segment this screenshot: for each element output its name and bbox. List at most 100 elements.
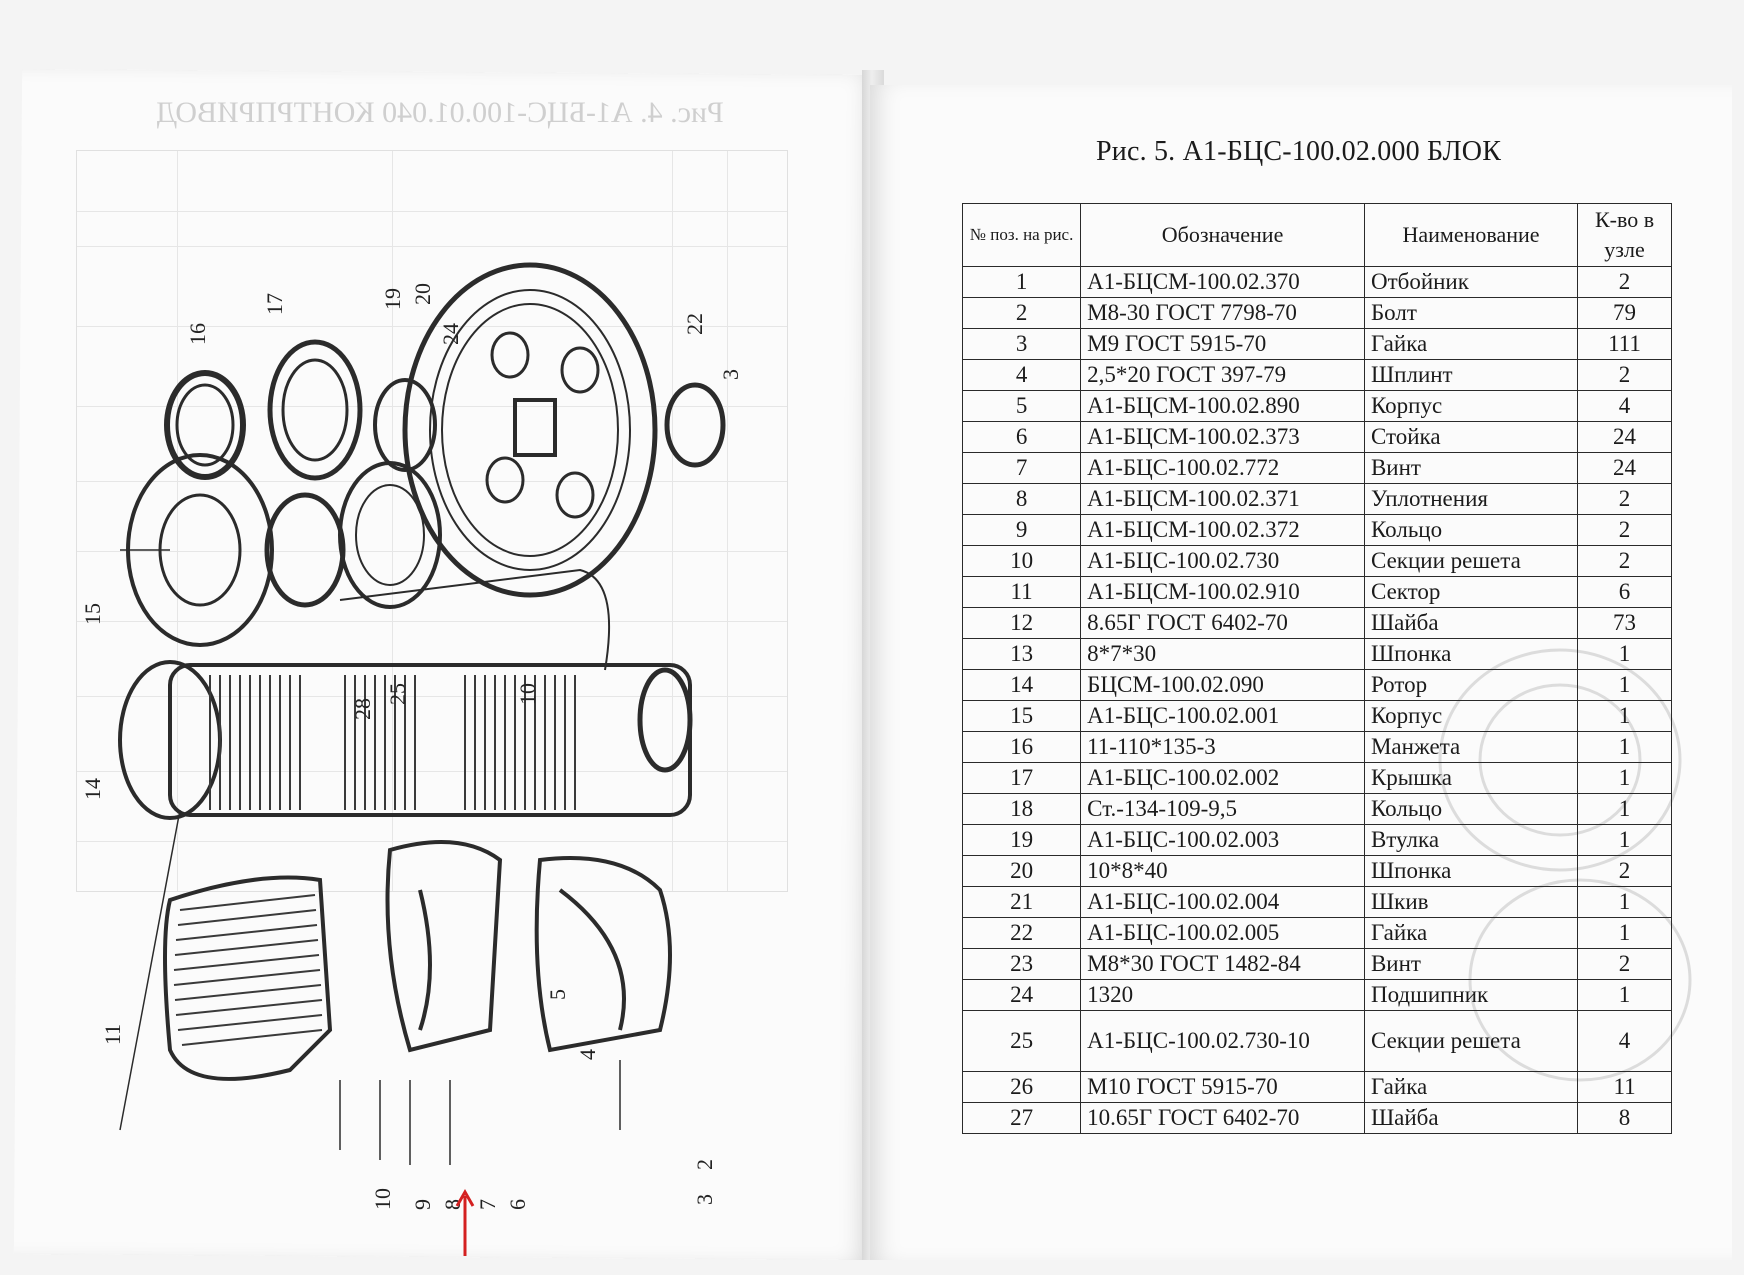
cell-name: Гайка xyxy=(1363,917,1579,949)
figure-title: Рис. 5. А1-БЦС-100.02.000 БЛОК xyxy=(1096,136,1502,167)
cell-qty: 2 xyxy=(1577,514,1672,546)
cell-pos: 4 xyxy=(961,359,1082,391)
cell-pos: 11 xyxy=(961,576,1082,608)
callout-number: 11 xyxy=(100,1023,125,1045)
cell-qty: 1 xyxy=(1577,917,1672,949)
cell-pos: 14 xyxy=(961,669,1082,701)
cell-pos: 26 xyxy=(961,1071,1082,1103)
cell-pos: 24 xyxy=(961,979,1082,1011)
cell-name: Секции решета xyxy=(1363,1010,1579,1072)
cell-name: Винт xyxy=(1363,452,1579,484)
cell-name: Шплинт xyxy=(1363,359,1579,391)
cell-designation: 11-110*135-3 xyxy=(1080,731,1365,763)
callout-number: 28 xyxy=(350,698,375,720)
cell-pos: 8 xyxy=(961,483,1082,515)
cell-pos: 2 xyxy=(961,297,1082,329)
callout-number: 19 xyxy=(380,288,405,310)
callout-number: 9 xyxy=(410,1199,435,1210)
cell-pos: 3 xyxy=(961,328,1082,360)
cell-qty: 111 xyxy=(1577,328,1672,360)
cell-qty: 2 xyxy=(1577,359,1672,391)
cell-pos: 15 xyxy=(961,700,1082,732)
cell-name: Шкив xyxy=(1363,886,1579,918)
cell-qty: 2 xyxy=(1577,545,1672,577)
cell-designation: А1-БЦС-100.02.001 xyxy=(1080,700,1365,732)
cell-designation: М9 ГОСТ 5915-70 xyxy=(1080,328,1365,360)
cell-designation: А1-БЦСМ-100.02.890 xyxy=(1080,390,1365,422)
cell-designation: 8.65Г ГОСТ 6402-70 xyxy=(1080,607,1365,639)
cell-qty: 2 xyxy=(1577,483,1672,515)
cell-name: Кольцо xyxy=(1363,793,1579,825)
cell-designation: А1-БЦСМ-100.02.372 xyxy=(1080,514,1365,546)
callout-number: 16 xyxy=(185,323,210,345)
callout-number: 2 xyxy=(692,1159,717,1170)
cell-qty: 11 xyxy=(1577,1071,1672,1103)
cell-designation: БЦСМ-100.02.090 xyxy=(1080,669,1365,701)
cell-designation: 10*8*40 xyxy=(1080,855,1365,887)
cell-designation: А1-БЦС-100.02.003 xyxy=(1080,824,1365,856)
parts-table: № поз. на рис. Обозначение Наименование … xyxy=(961,203,1672,1134)
cell-designation: А1-БЦСМ-100.02.373 xyxy=(1080,421,1365,453)
cell-pos: 27 xyxy=(961,1102,1082,1134)
cell-qty: 1 xyxy=(1577,762,1672,794)
cell-name: Гайка xyxy=(1363,1071,1579,1103)
cell-pos: 5 xyxy=(961,390,1082,422)
cell-pos: 21 xyxy=(961,886,1082,918)
cell-qty: 2 xyxy=(1577,948,1672,980)
cell-designation: М10 ГОСТ 5915-70 xyxy=(1080,1071,1365,1103)
callout-number: 3 xyxy=(718,369,743,380)
cell-name: Уплотнения xyxy=(1363,483,1579,515)
cell-name: Секции решета xyxy=(1363,545,1579,577)
cell-qty: 2 xyxy=(1577,855,1672,887)
callout-number: 17 xyxy=(262,293,287,315)
cell-name: Шайба xyxy=(1363,1102,1579,1134)
header-qty: К-во в узле xyxy=(1577,203,1672,267)
header-designation: Обозначение xyxy=(1080,203,1365,267)
cell-qty: 1 xyxy=(1577,638,1672,670)
callout-number: 14 xyxy=(80,778,105,800)
cell-qty: 79 xyxy=(1577,297,1672,329)
cell-qty: 1 xyxy=(1577,886,1672,918)
cell-qty: 1 xyxy=(1577,793,1672,825)
cell-name: Винт xyxy=(1363,948,1579,980)
callout-number: 20 xyxy=(410,283,435,305)
cell-pos: 9 xyxy=(961,514,1082,546)
cell-designation: А1-БЦС-100.02.005 xyxy=(1080,917,1365,949)
callout-number: 7 xyxy=(475,1199,500,1210)
header-name: Наименование xyxy=(1363,203,1579,267)
cell-name: Корпус xyxy=(1363,700,1579,732)
cell-name: Шпонка xyxy=(1363,855,1579,887)
cell-designation: А1-БЦС-100.02.730-10 xyxy=(1080,1010,1365,1072)
cell-designation: М8*30 ГОСТ 1482-84 xyxy=(1080,948,1365,980)
cell-pos: 19 xyxy=(961,824,1082,856)
cell-pos: 10 xyxy=(961,545,1082,577)
cell-designation: 8*7*30 xyxy=(1080,638,1365,670)
cell-qty: 4 xyxy=(1577,390,1672,422)
callout-number: 25 xyxy=(385,683,410,705)
cell-name: Стойка xyxy=(1363,421,1579,453)
cell-pos: 6 xyxy=(961,421,1082,453)
cell-pos: 17 xyxy=(961,762,1082,794)
cell-qty: 2 xyxy=(1577,266,1672,298)
callout-number: 6 xyxy=(505,1199,530,1210)
cell-name: Крышка xyxy=(1363,762,1579,794)
cell-designation: М8-30 ГОСТ 7798-70 xyxy=(1080,297,1365,329)
cell-name: Корпус xyxy=(1363,390,1579,422)
cell-name: Сектор xyxy=(1363,576,1579,608)
cell-qty: 24 xyxy=(1577,452,1672,484)
